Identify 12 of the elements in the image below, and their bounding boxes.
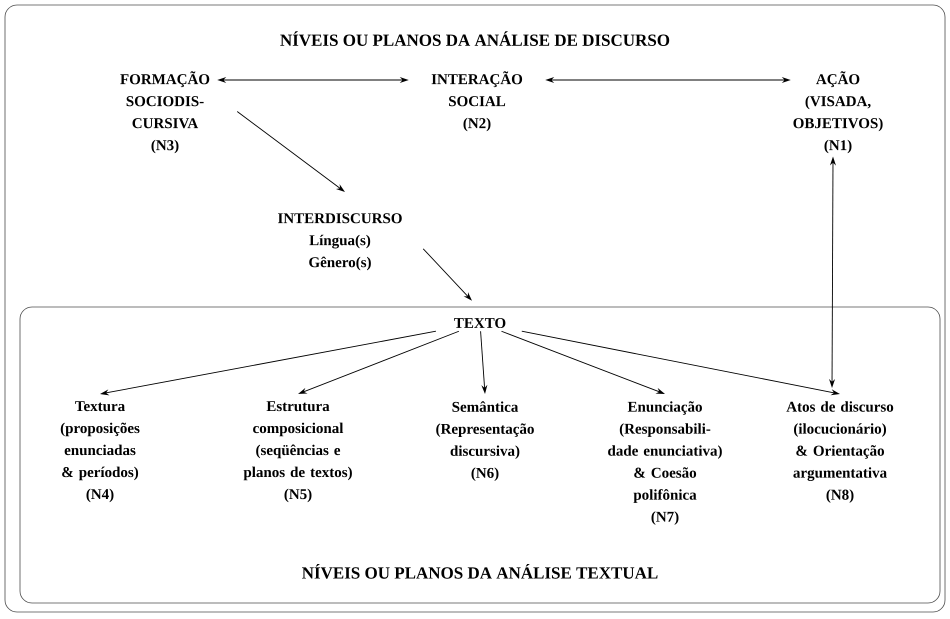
heading: NÍVEIS OU PLANOS DA ANÁLISE TEXTUAL [302,564,658,579]
level-label: TEXTO [454,318,506,328]
level-label: Textura (proposições enunciadas & períodos) (N4) [60,401,140,502]
level-label: Estrutura composicional (seqüências e planos de textos) (N5) [244,401,352,502]
level-label: Semântica (Representação discursiva) (N6) [436,401,534,481]
level-label: INTERDISCURSO Língua(s) Gênero(s) [278,213,402,270]
level-label: AÇÃO (VISADA, OBJETIVOS) (N1) [793,71,883,154]
level-label: FORMAÇÃO SOCIODIS- CURSIVA (N3) [120,71,210,154]
level-label: INTERAÇÃO SOCIAL (N2) [432,71,522,132]
level-label: Enunciação (Responsabili- dade enunciativa) & Coesão polifônica (N7) [608,401,722,525]
level-label: Atos de discurso (ilocucionário) & Orientação argumentativa (N8) [786,401,894,503]
heading: NÍVEIS OU PLANOS DA ANÁLISE DE DISCURSO [280,31,670,46]
